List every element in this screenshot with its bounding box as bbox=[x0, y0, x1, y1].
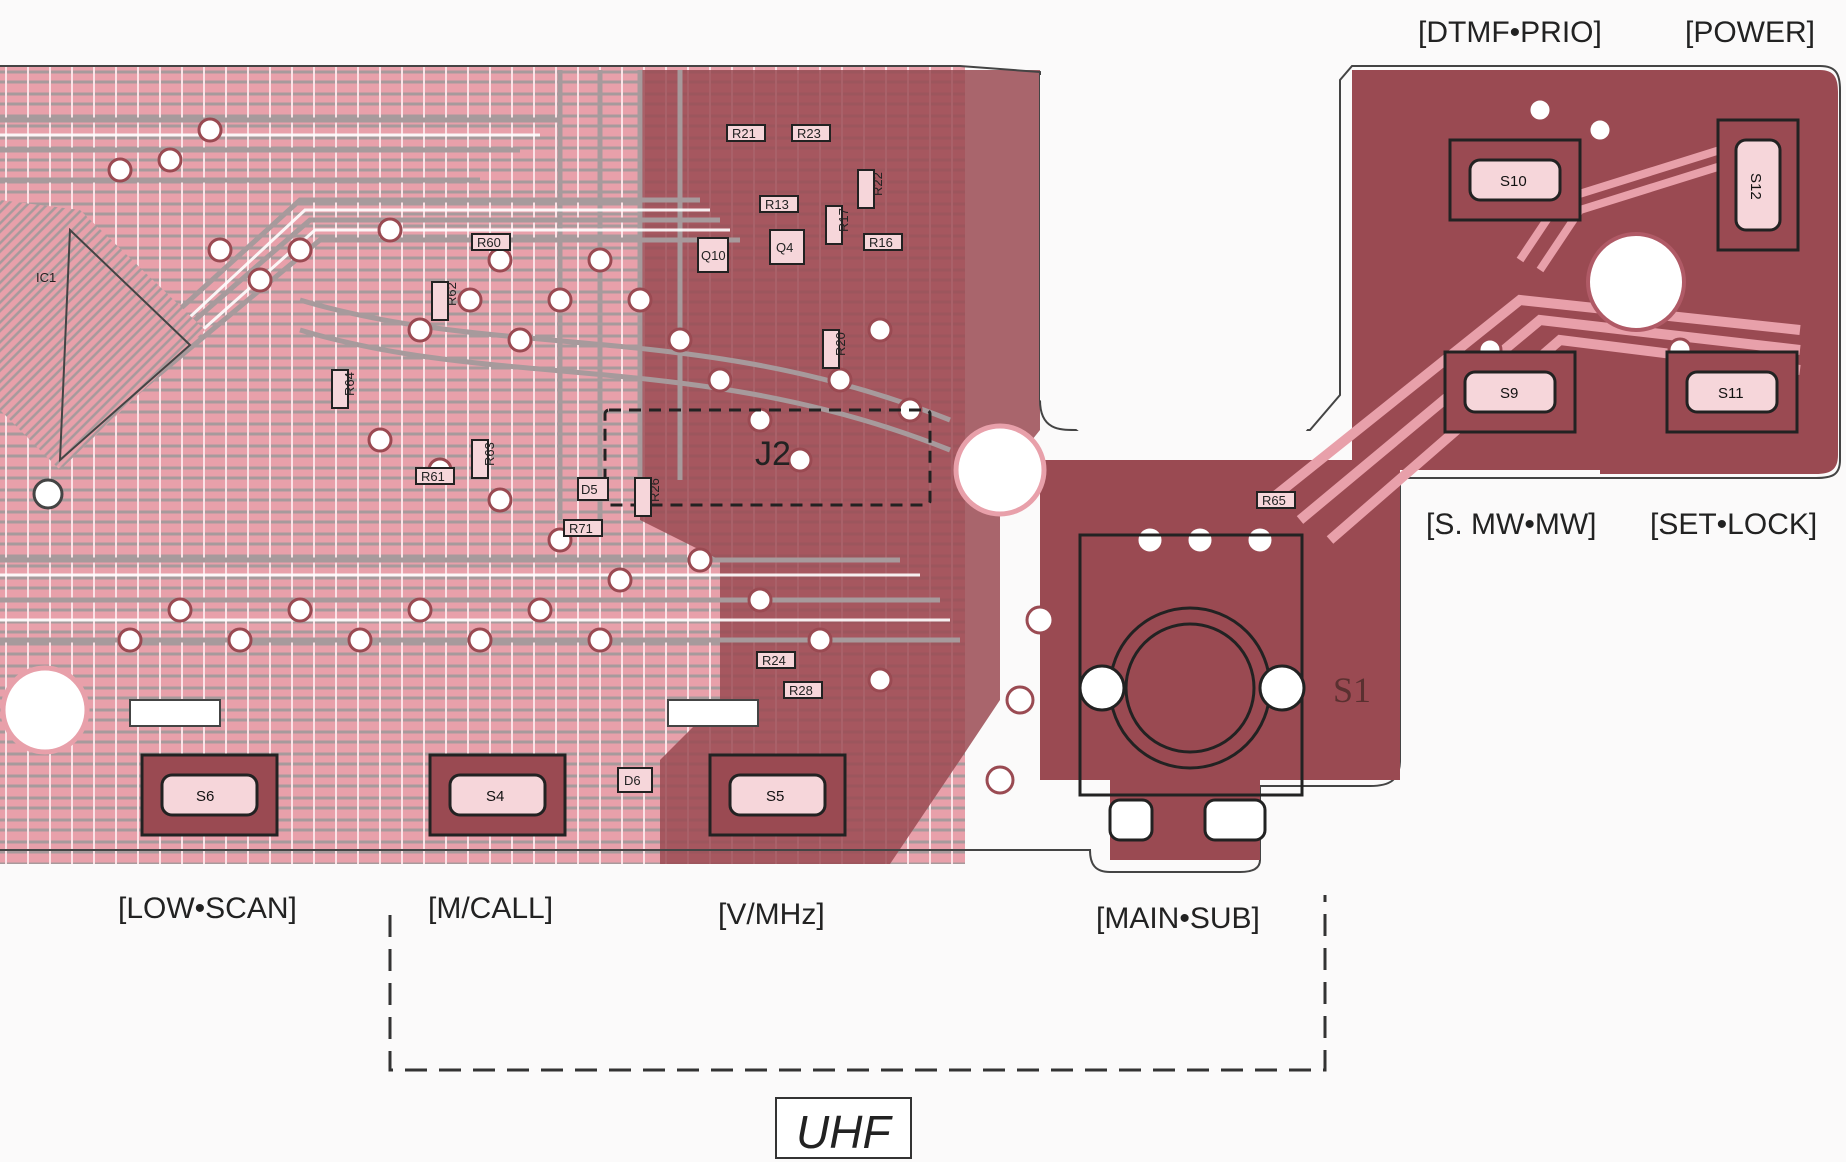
switch-s6-ref: S6 bbox=[196, 788, 214, 805]
r23-ref: R23 bbox=[797, 126, 821, 141]
smd-parts: R21 R23 R22 R13 R17 R16 R20 R60 R62 R64 … bbox=[331, 124, 1296, 793]
r22-ref: R22 bbox=[870, 172, 885, 196]
switch-s11-ref: S11 bbox=[1718, 385, 1744, 402]
uhf-label: UHF bbox=[796, 1106, 893, 1158]
s1-label: S1 bbox=[1333, 670, 1371, 710]
d5-ref: D5 bbox=[581, 482, 598, 497]
mounting-holes bbox=[0, 423, 1047, 755]
joystick-s1[interactable]: S1 bbox=[1078, 533, 1371, 842]
switch-s10[interactable]: S10 bbox=[1448, 138, 1582, 222]
switch-s4[interactable]: S4 bbox=[428, 753, 567, 837]
r21-ref: R21 bbox=[732, 126, 756, 141]
r62-ref: R62 bbox=[444, 282, 459, 306]
r65-ref: R65 bbox=[1262, 493, 1286, 508]
label-dtmf-prio: [DTMF•PRIO] bbox=[1418, 16, 1602, 49]
switch-s6[interactable]: S6 bbox=[140, 753, 279, 837]
d6-ref: D6 bbox=[624, 773, 641, 788]
switch-s9[interactable]: S9 bbox=[1443, 350, 1577, 434]
r17-ref: R17 bbox=[836, 208, 851, 232]
r64-ref: R64 bbox=[342, 372, 357, 396]
r24-ref: R24 bbox=[762, 653, 786, 668]
r28-ref: R28 bbox=[789, 683, 813, 698]
switch-s10-ref: S10 bbox=[1500, 173, 1527, 190]
q10-ref: Q10 bbox=[701, 248, 726, 263]
switch-s12[interactable]: S12 bbox=[1716, 118, 1800, 252]
r26-ref: R26 bbox=[647, 478, 662, 502]
r63-ref: R63 bbox=[482, 442, 497, 466]
r16-ref: R16 bbox=[869, 235, 893, 250]
label-m-call: [M/CALL] bbox=[428, 892, 553, 925]
switch-s4-ref: S4 bbox=[486, 788, 504, 805]
uhf-label-box: UHF bbox=[775, 1097, 912, 1159]
r20-ref: R20 bbox=[833, 332, 848, 356]
label-set-lock: [SET•LOCK] bbox=[1650, 508, 1817, 541]
j2-connector: J2 bbox=[603, 408, 932, 507]
r13-ref: R13 bbox=[765, 197, 789, 212]
j2-label: J2 bbox=[755, 435, 791, 473]
uhf-region-outline bbox=[388, 895, 1327, 1072]
switch-s9-ref: S9 bbox=[1500, 385, 1518, 402]
r60-ref: R60 bbox=[477, 235, 501, 250]
r61-ref: R61 bbox=[421, 469, 445, 484]
label-power: [POWER] bbox=[1685, 16, 1815, 49]
label-main-sub: [MAIN•SUB] bbox=[1096, 902, 1260, 935]
r71-ref: R71 bbox=[569, 521, 593, 536]
ic1-ref: IC1 bbox=[36, 270, 56, 285]
switch-s5-ref: S5 bbox=[766, 788, 784, 805]
label-low-scan: [LOW•SCAN] bbox=[118, 892, 297, 925]
q4-ref: Q4 bbox=[776, 240, 793, 255]
switch-s12-ref: S12 bbox=[1747, 173, 1764, 200]
label-s-mw-mw: [S. MW•MW] bbox=[1426, 508, 1596, 541]
label-v-mhz: [V/MHz] bbox=[718, 898, 825, 931]
switch-s5[interactable]: S5 bbox=[708, 753, 847, 837]
switch-s11[interactable]: S11 bbox=[1665, 350, 1799, 434]
slots bbox=[129, 699, 759, 727]
ic1-chip: IC1 bbox=[0, 200, 205, 510]
